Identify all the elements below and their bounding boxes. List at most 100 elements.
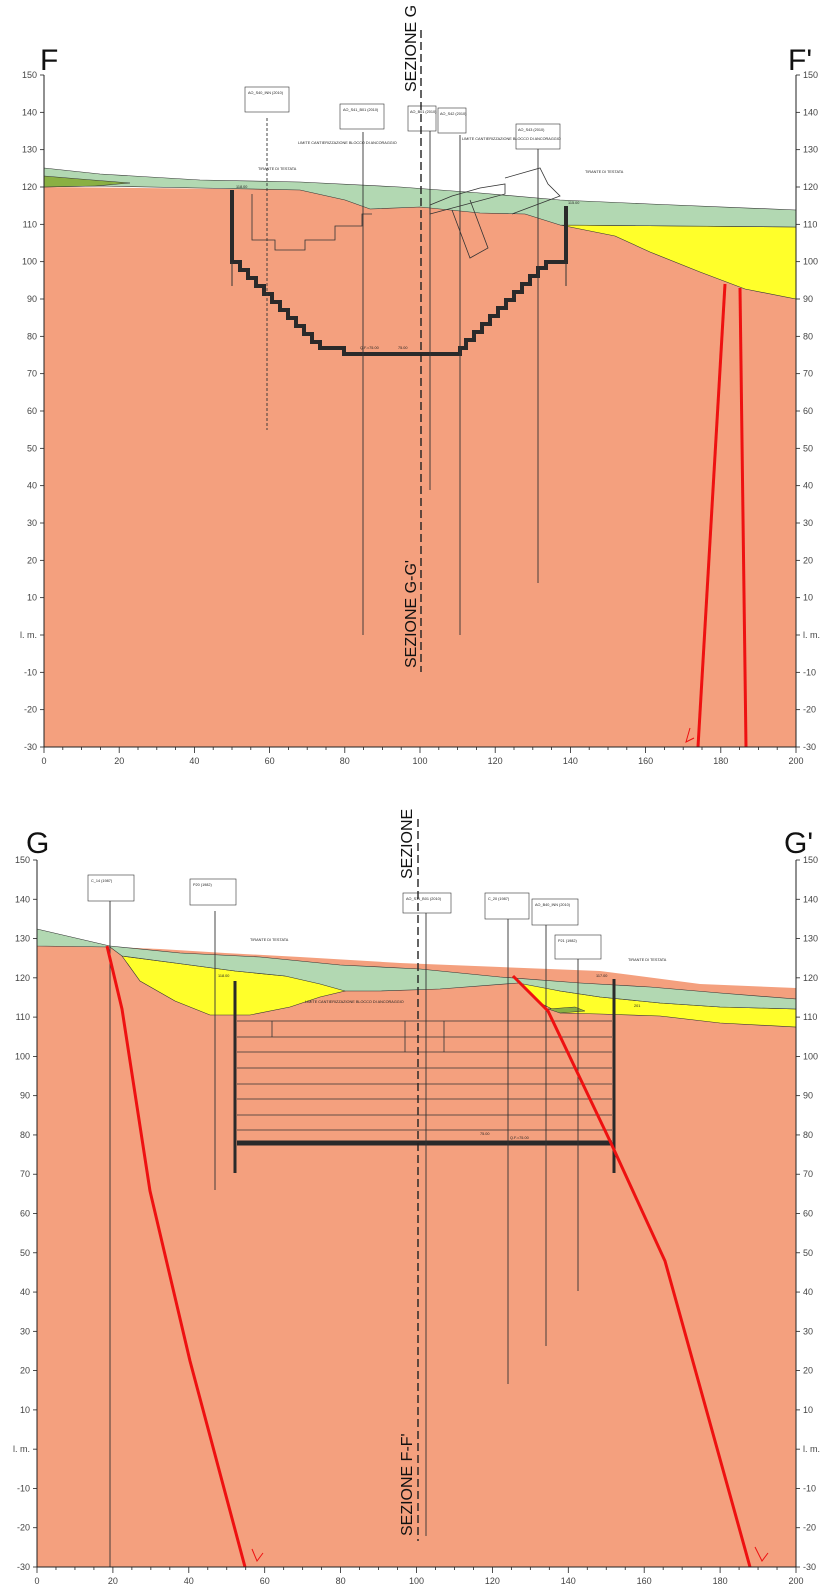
bh-tag-1: C_14 (1987)	[91, 879, 113, 883]
elev-tick-label-right: 100	[803, 1051, 818, 1061]
elev-tick-label-right: 30	[803, 1326, 813, 1336]
elev-tick-label-left: 70	[27, 369, 37, 379]
elev-tick-label-right: 70	[803, 1169, 813, 1179]
elev-tick-label-right: -30	[803, 1562, 816, 1572]
elev-tick-label-right: 40	[803, 481, 813, 491]
elev-tick-label-left: 120	[15, 973, 30, 983]
tirante-left-label: TIRANTE DI TESTATA	[258, 167, 297, 171]
elev-tick-label-left: l. m.	[13, 1444, 30, 1454]
elev-tick-label-right: 90	[803, 294, 813, 304]
elev-tick-label-right: 40	[803, 1287, 813, 1297]
dist-tick-label: 160	[638, 756, 653, 766]
elev-tick-label-right: 20	[803, 555, 813, 565]
corner-label-right: G'	[784, 827, 813, 860]
fault-arrow	[685, 727, 695, 743]
elev-tick-label-right: 10	[803, 593, 813, 603]
fault-line-1	[696, 283, 727, 748]
bh-tag-2: P20 (1982)	[193, 883, 213, 887]
elev-tick-label-right: 60	[803, 1209, 813, 1219]
elev-tick-label-left: 150	[15, 855, 30, 865]
elev-tick-label-left: 130	[15, 934, 30, 944]
dist-tick-label: 0	[41, 756, 46, 766]
limite-label-1: LIMITE CANTIERIZZAZIONE BLOCCO DI ANCORA…	[298, 141, 397, 145]
bh-tag-6: P21 (1982)	[558, 939, 578, 943]
elev-tick-label-right: -20	[803, 1523, 816, 1533]
section-gg-drawing: C_14 (1987) P20 (1982) AO_S11_B01 (2010)…	[13, 809, 820, 1586]
corner-label-right: F'	[788, 44, 812, 77]
dist-tick-label: 60	[265, 756, 275, 766]
elev-tick-label-left: 30	[27, 518, 37, 528]
elev-tick-label-right: 20	[803, 1366, 813, 1376]
dist-tick-label: 0	[34, 1576, 39, 1586]
section-ff-drawing: AO_S40_INN (2010) AO_S41_B01 (2010) AO_B…	[20, 5, 820, 766]
elev-tick-label-left: 140	[22, 107, 37, 117]
elev-tick-label-left: 50	[20, 1248, 30, 1258]
bottom-label-a: Q.F.=75.00	[360, 346, 379, 350]
elev-tick-label-left: 130	[22, 145, 37, 155]
elev-tick-label-right: 110	[803, 1012, 817, 1022]
dist-tick-label: 200	[788, 1576, 803, 1586]
section-ff-panel: AO_S40_INN (2010) AO_S41_B01 (2010) AO_B…	[0, 0, 839, 790]
dist-tick-label: 80	[336, 1576, 346, 1586]
bh-tag-3: AO_B01 (2010)	[410, 110, 437, 114]
elev-tick-label-left: -30	[24, 742, 37, 752]
elev-tick-label-left: 20	[27, 555, 37, 565]
elev-tick-label-right: 150	[803, 70, 818, 80]
bh-tag-4: AO_S42 (2010)	[440, 112, 467, 116]
fault-line-2	[511, 974, 752, 1568]
bh-tag-1: AO_S40_INN (2010)	[248, 91, 284, 95]
boreholes	[109, 901, 579, 1567]
elev-tick-label-right: 110	[803, 219, 817, 229]
elev-left-label: 118.00	[236, 185, 247, 189]
elev-tick-label-right: l. m.	[803, 1444, 820, 1454]
dist-tick-label: 180	[713, 1576, 728, 1586]
elev-tick-label-right: 30	[803, 518, 813, 528]
olive-lens	[547, 1006, 586, 1014]
cross-label-top: SEZIONE G	[403, 5, 420, 92]
excavation-grid	[237, 1020, 612, 1131]
dist-tick-label: 60	[260, 1576, 270, 1586]
elev-tick-label-left: 150	[22, 70, 37, 80]
elev-tick-label-left: 10	[27, 593, 37, 603]
elev-tick-label-left: 80	[27, 331, 37, 341]
bedrock-layer	[44, 187, 796, 747]
borehole-tags: C_14 (1987) P20 (1982) AO_S11_B01 (2010)…	[87, 874, 602, 960]
elev-tick-label-left: 110	[16, 1012, 30, 1022]
elev-tick-label-right: 50	[803, 1248, 813, 1258]
dist-tick-label: 180	[713, 756, 728, 766]
cross-label-bottom: SEZIONE F-F'	[399, 1433, 416, 1536]
limite-label-2: LIMITE CANTIERIZZAZIONE BLOCCO DI ANCORA…	[462, 137, 561, 141]
elev-tick-label-right: 120	[803, 973, 818, 983]
elev-tick-label-left: 110	[23, 219, 37, 229]
elev-tick-label-right: -20	[803, 705, 816, 715]
elev-tick-label-right: -30	[803, 742, 816, 752]
cover-layer	[43, 167, 797, 228]
elev-tick-label-left: 100	[15, 1051, 30, 1061]
bottom-label-b: 75.00	[398, 346, 408, 350]
cross-label-top: SEZIONE	[399, 809, 416, 879]
dist-tick-label: 80	[340, 756, 350, 766]
limite-label-1: LIMITE CANTIERIZZAZIONE BLOCCO DI ANCORA…	[305, 1000, 404, 1004]
elev-tick-label-right: 80	[803, 331, 813, 341]
elev-tick-label-right: 90	[803, 1091, 813, 1101]
elev-tick-label-right: 10	[803, 1405, 813, 1415]
elev-left-label: 118.00	[218, 974, 229, 978]
elev-tick-label-right: 140	[803, 894, 818, 904]
elev-tick-label-left: 140	[15, 894, 30, 904]
bh-tag-2: AO_S41_B01 (2010)	[343, 108, 379, 112]
elev-tick-label-right: 150	[803, 855, 818, 865]
elev-tick-label-left: 40	[27, 481, 37, 491]
elev-tick-label-right: 100	[803, 257, 818, 267]
dist-tick-label: 20	[108, 1576, 118, 1586]
dist-tick-label: 40	[189, 756, 199, 766]
arrow-label: 201	[634, 1004, 640, 1008]
tirante-right-label: TIRANTE DI TESTATA	[585, 170, 624, 174]
elev-right-label: 115.00	[568, 201, 579, 205]
cover-layer	[36, 928, 797, 1010]
bh-tag-5: AO_S43 (2010)	[518, 128, 545, 132]
bottom-label-a: 75.00	[480, 1132, 490, 1136]
elev-tick-label-left: -20	[24, 705, 37, 715]
fault-arrow-1	[251, 1548, 264, 1562]
bh-tag-5: AO_B40_INN (2010)	[535, 903, 571, 907]
